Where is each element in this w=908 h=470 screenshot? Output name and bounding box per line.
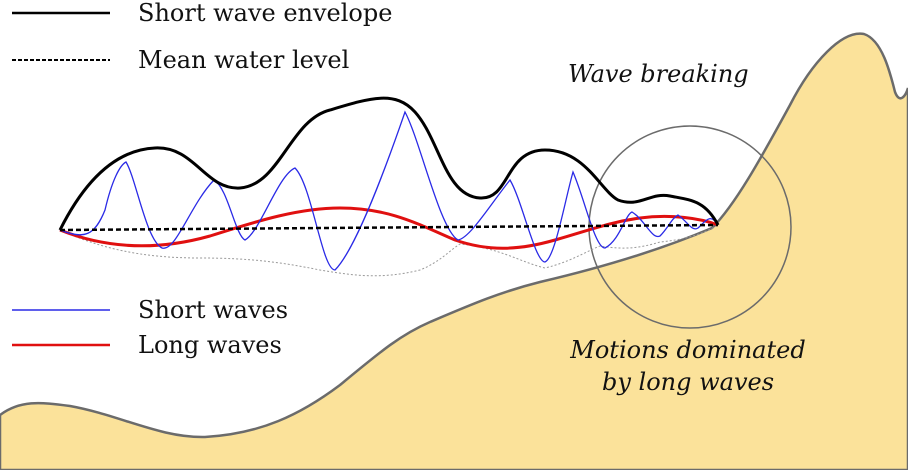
- legend-long-wave-label: Long waves: [138, 331, 282, 359]
- beach-profile: [0, 32, 908, 470]
- mean-water-level-line: [59, 223, 719, 232]
- short-wave-envelope-curve: [58, 96, 720, 231]
- trough-trace-line: [59, 224, 719, 277]
- wave-breaking-annotation: Wave breaking: [568, 60, 749, 88]
- motions-annotation-line-1: Motions dominated: [569, 336, 805, 364]
- legend-mean-level-label: Mean water level: [138, 46, 349, 74]
- long-wave-curve: [59, 206, 719, 250]
- motions-annotation-line-2: by long waves: [602, 368, 774, 396]
- short-wave-curve: [59, 110, 719, 271]
- legend-envelope-label: Short wave envelope: [138, 0, 392, 27]
- legend-short-wave-label: Short waves: [138, 296, 288, 324]
